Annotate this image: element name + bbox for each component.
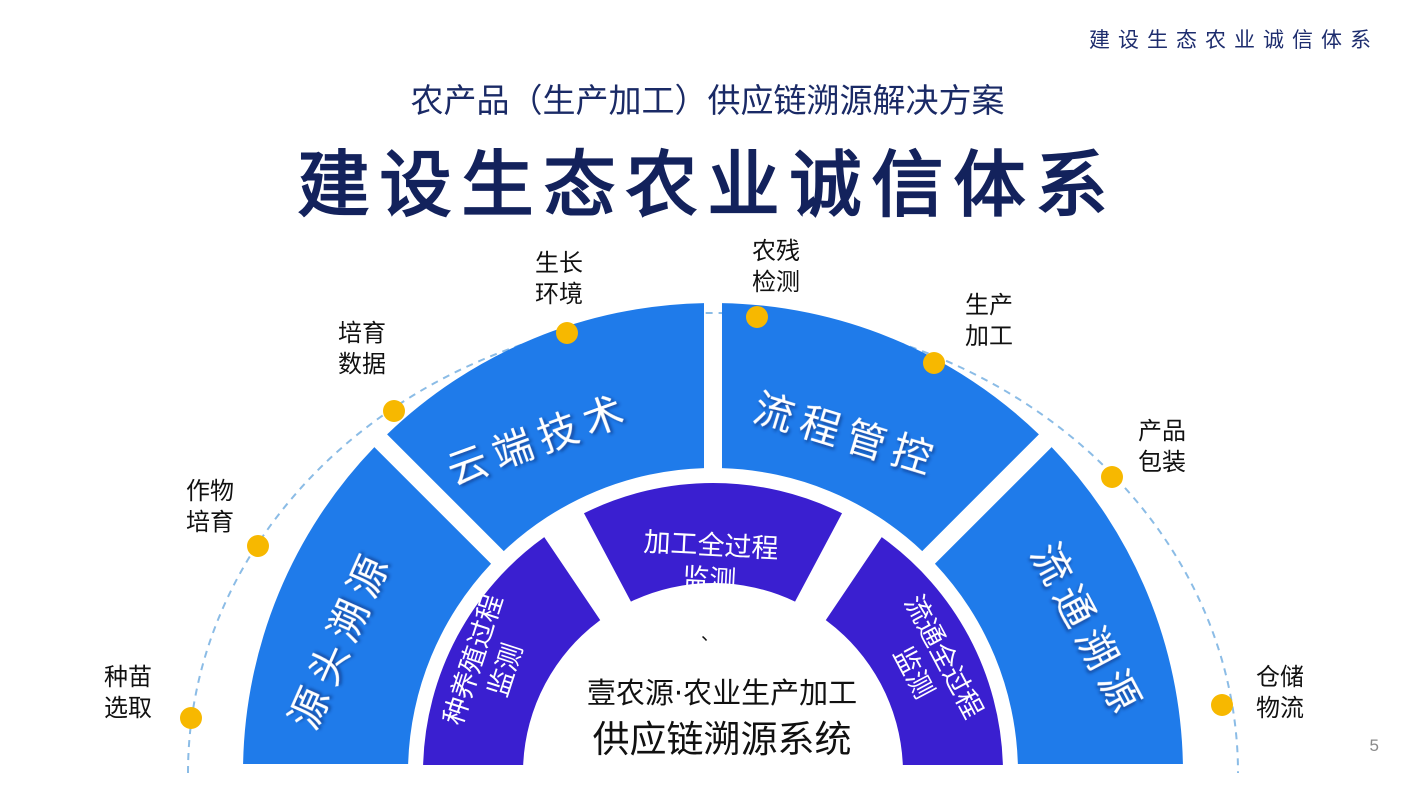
step-label-line2: 物流 xyxy=(1256,694,1304,722)
inner-seg-processing-line2: 监测 xyxy=(681,563,737,597)
step-label-seed: 种苗 选取 xyxy=(104,662,152,724)
step-label-line2: 加工 xyxy=(965,322,1013,350)
step-label-line2: 数据 xyxy=(338,350,386,378)
center-mark: 、 xyxy=(701,624,719,645)
step-label-line2: 包装 xyxy=(1138,448,1186,476)
center-line1: 壹农源·农业生产加工 xyxy=(587,676,857,710)
step-label-growth-env: 生长 环境 xyxy=(535,248,583,310)
step-label-pesticide-test: 农残 检测 xyxy=(752,236,800,298)
step-dot xyxy=(1211,694,1233,716)
inner-seg-processing: 加工全过程 监测 xyxy=(643,527,779,597)
step-label-line2: 环境 xyxy=(535,280,583,308)
step-dot xyxy=(247,535,269,557)
step-label-logistics: 仓储 物流 xyxy=(1256,662,1304,724)
step-label-packaging: 产品 包装 xyxy=(1138,416,1186,478)
step-label-production: 生产 加工 xyxy=(965,290,1013,352)
step-label-line1: 作物 xyxy=(186,477,234,505)
step-dot xyxy=(383,400,405,422)
header-title: 建设生态农业诚信体系 xyxy=(1089,28,1379,52)
step-dot xyxy=(923,352,945,374)
center-line2: 供应链溯源系统 xyxy=(593,718,852,761)
step-label-line2: 培育 xyxy=(186,508,234,536)
inner-seg-breeding-shape xyxy=(423,537,601,766)
step-label-crop: 作物 培育 xyxy=(186,476,234,538)
page-title: 建设生态农业诚信体系 xyxy=(297,143,1118,227)
step-label-line1: 生产 xyxy=(965,291,1013,319)
dashed-arc xyxy=(187,312,1239,774)
step-label-cultivation-data: 培育 数据 xyxy=(338,318,386,380)
step-label-line1: 农残 xyxy=(752,237,800,265)
inner-seg-processing-shape xyxy=(583,483,843,602)
page-number: 5 xyxy=(1369,736,1379,755)
inner-seg-circulation-shape xyxy=(825,537,1003,766)
step-dot xyxy=(180,707,202,729)
page-subtitle: 农产品（生产加工）供应链溯源解决方案 xyxy=(410,81,1005,120)
step-label-line2: 检测 xyxy=(752,268,800,296)
step-label-line1: 种苗 xyxy=(104,663,152,691)
step-dot xyxy=(556,322,578,344)
outer-seg-process-shape xyxy=(721,303,1039,552)
step-dot xyxy=(746,306,768,328)
step-dot xyxy=(1101,466,1123,488)
step-label-line1: 仓储 xyxy=(1256,663,1304,691)
inner-seg-processing-line1: 加工全过程 xyxy=(643,527,779,565)
outer-seg-circulation-shape xyxy=(934,447,1183,765)
outer-seg-source-shape xyxy=(243,447,492,765)
step-label-line1: 培育 xyxy=(338,319,386,347)
outer-seg-cloud-shape xyxy=(387,303,705,552)
step-label-line2: 选取 xyxy=(104,694,152,722)
step-label-line1: 产品 xyxy=(1138,417,1186,445)
step-label-line1: 生长 xyxy=(535,249,583,277)
